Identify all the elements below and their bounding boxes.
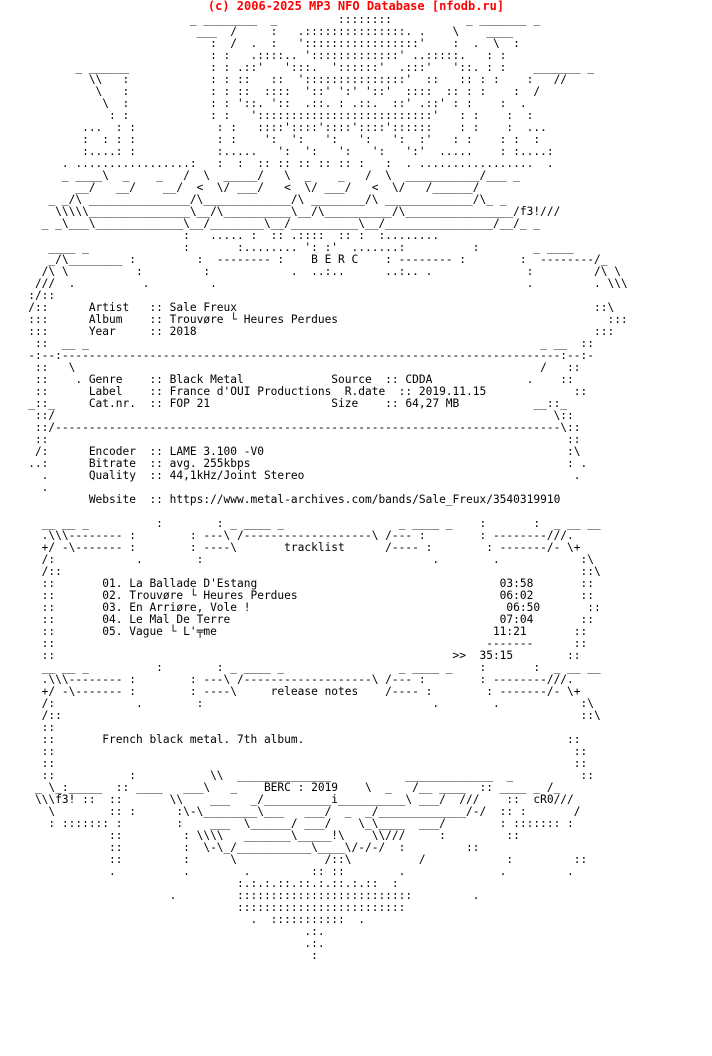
nfo-line: _ ____\ _ _ / \ _____/ \ _ _ / \ _______… — [8, 169, 520, 182]
nfo-line: : : : : '::::::::::::::::::::::::::' : :… — [8, 109, 534, 122]
site-header: (c) 2006-2025 MP3 NFO Database [nfodb.ru… — [207, 0, 505, 13]
nfo-line: _ _/\ _______________/\_____________/\ _… — [8, 193, 507, 206]
nfo-line: _ \_:_____ :: ____ ___\ _ BERC : 2019 \ … — [8, 781, 561, 794]
nfo-line: :: Label :: France d'OUI Productions R.d… — [8, 385, 588, 398]
nfo-line: /:: ::\ — [8, 565, 601, 578]
nfo-line: : : .::::.. ':::::::::::::' ..:::::. : : — [8, 49, 507, 62]
nfo-line: ::: Album :: Trouvøre └ Heures Perdues :… — [8, 313, 628, 326]
nfo-line: ::/ \:: — [8, 409, 574, 422]
nfo-line: __ __ _ : : _ ____ _ _ ____ _ : : _ __ _… — [8, 517, 601, 530]
nfo-line: \ : : : :: :::: '::' ':' '::' :::: :: : … — [8, 85, 541, 98]
nfo-line: .:. — [8, 925, 325, 938]
nfo-line: :: :: — [8, 433, 581, 446]
nfo-line: :....: : :..... ': ': ': ': ':' ..... : … — [8, 145, 554, 158]
nfo-line: .\\\-------- : : ---\ /-----------------… — [8, 529, 574, 542]
nfo-line: .\\\-------- : : ---\ /-----------------… — [8, 673, 574, 686]
nfo-line: :: 01. La Ballade D'Estang 03:58 :: — [8, 577, 594, 590]
nfo-line: :: 05. Vague └ L'╤me 11:21 :: — [8, 625, 588, 638]
nfo-line: _ _\___\_____________\__/________\__/___… — [8, 217, 541, 230]
nfo-line: /: . : . . :\ — [8, 553, 594, 566]
nfo-line: /\ \ : : . ..:.. ..:.. . : /\ \ — [8, 265, 621, 278]
nfo-line: _ ________ _ :::::::: _ _______ _ — [8, 14, 541, 26]
nfo-line: ::::::::::::::::::::::::: — [8, 901, 406, 914]
nfo-line: :: 02. Trouvøre └ Heures Perdues 06:02 :… — [8, 589, 594, 602]
nfo-line: ..: Bitrate :: avg. 255kbps : . — [8, 457, 588, 470]
nfo-line: \\\\\_______________\__/\__________\__/\… — [8, 205, 561, 218]
nfo-line: :: 03. En Arriøre, Vole ! 06:50 :: — [8, 601, 601, 614]
nfo-line: \ : : : '::. ':: .::. : .::. ::' .::' : … — [8, 97, 527, 110]
nfo-line: Website :: https://www.metal-archives.co… — [8, 493, 561, 506]
nfo-line: /:: Artist :: Sale Freux ::\ — [8, 301, 615, 314]
nfo-line: : : : : : : ': ': ': ': ': :' : : : : : — [8, 133, 541, 146]
nfo-line: : ::::::: : : ___ \______/ ___/ \_\____ … — [8, 817, 574, 830]
nfo-line: . . . :: :: . . . — [8, 865, 574, 878]
nfo-line: . .................: : : :: :: :: :: :: … — [8, 157, 554, 170]
nfo-line: /// . . . . . \\\ — [8, 277, 628, 290]
nfo-line: \ :: : :\-\________\___ ___/ _ _/_______… — [8, 805, 581, 818]
nfo-line: :: __ _ _ __ :: — [8, 337, 594, 350]
nfo-line: __/ __/ __/ < \/ ___/ < \/ ___/ < \/ /__… — [8, 181, 480, 194]
nfo-line: __ __ _ : : _ ____ _ _ ____ _ : : _ __ _… — [8, 661, 601, 674]
nfo-line: -:--:-----------------------------------… — [8, 349, 594, 362]
nfo-line: \\ : : : :: :: ':::::::::::::::' :: :: :… — [8, 73, 568, 86]
nfo-line: . Quality :: 44,1kHz/Joint Stereo . — [8, 469, 581, 482]
nfo-line: : ..... : :: .:::: :: : :........ — [8, 229, 440, 242]
nfo-line: ____ _ : :........ ': :' .......: : _ __… — [8, 241, 574, 254]
nfo-line: /:: ::\ — [8, 709, 601, 722]
nfo-line: :: 04. Le Mal De Terre 07:04 :: — [8, 613, 594, 626]
nfo-line: :: French black metal. 7th album. :: — [8, 733, 581, 746]
nfo-line: :: \ / :: — [8, 361, 581, 374]
nfo-line: +/ -\------- : : ----\ release notes /--… — [8, 685, 581, 698]
nfo-line: :: : \ /::\ / : :: — [8, 853, 588, 866]
nfo-line: :: :: — [8, 757, 588, 770]
nfo-line: :: . Genre :: Black Metal Source :: CDDA… — [8, 373, 574, 386]
nfo-line: :/:: — [8, 289, 56, 302]
nfo-line: _::_ Cat.nr. :: FOP 21 Size :: 64,27 MB … — [8, 397, 568, 410]
nfo-line: . :::::::::::::::::::::::::: . — [8, 889, 480, 902]
nfo-line: :: — [8, 721, 56, 734]
nfo-line: +/ -\------- : : ----\ tracklist /---- :… — [8, 541, 581, 554]
nfo-line: /: . : . . :\ — [8, 697, 594, 710]
nfo-line: :: : \\\\ _______\_____!\ \\/// : :: — [8, 829, 520, 842]
nfo-line: : / . : ':::::::::::::::::' : . \ : — [8, 37, 520, 50]
nfo-line: :: : \-\_/___________\____\/-/-/ : :: — [8, 841, 480, 854]
nfo-line: :: :: — [8, 745, 588, 758]
nfo-line: /: Encoder :: LAME 3.100 -V0 :\ — [8, 445, 581, 458]
nfo-line: :: >> 35:15 :: — [8, 649, 581, 662]
nfo-line: . — [8, 481, 49, 494]
nfo-line: ::/-------------------------------------… — [8, 421, 581, 434]
nfo-line: : — [8, 949, 318, 962]
nfo-line: ___ / : .:::::::::::::::. . \ ____ — [8, 25, 514, 38]
nfo-line: ... : : : : ::::'::::'::::'::::':::::: :… — [8, 121, 547, 134]
nfo-ascii-art: _ ________ _ :::::::: _ _______ _ ___ / … — [8, 14, 712, 962]
nfo-line: \\\f3! :: :: \\ ___ _/__________i_______… — [8, 793, 574, 806]
nfo-line: .:. — [8, 937, 325, 950]
nfo-line: _/\________ : : -------- : B E R C : ---… — [8, 253, 608, 266]
nfo-line: :: : \\ ______________ _____________ _ :… — [8, 769, 594, 782]
nfo-line: :: ------- :: — [8, 637, 588, 650]
nfo-line: :.:.:.::.::.:.::.:.:: : — [8, 877, 399, 890]
nfo-line: . ::::::::::: . — [8, 913, 365, 926]
nfo-line: _ ______ : : .::' ':::. '::::::' .:::' '… — [8, 61, 594, 74]
nfo-line: ::: Year :: 2018 ::: — [8, 325, 615, 338]
